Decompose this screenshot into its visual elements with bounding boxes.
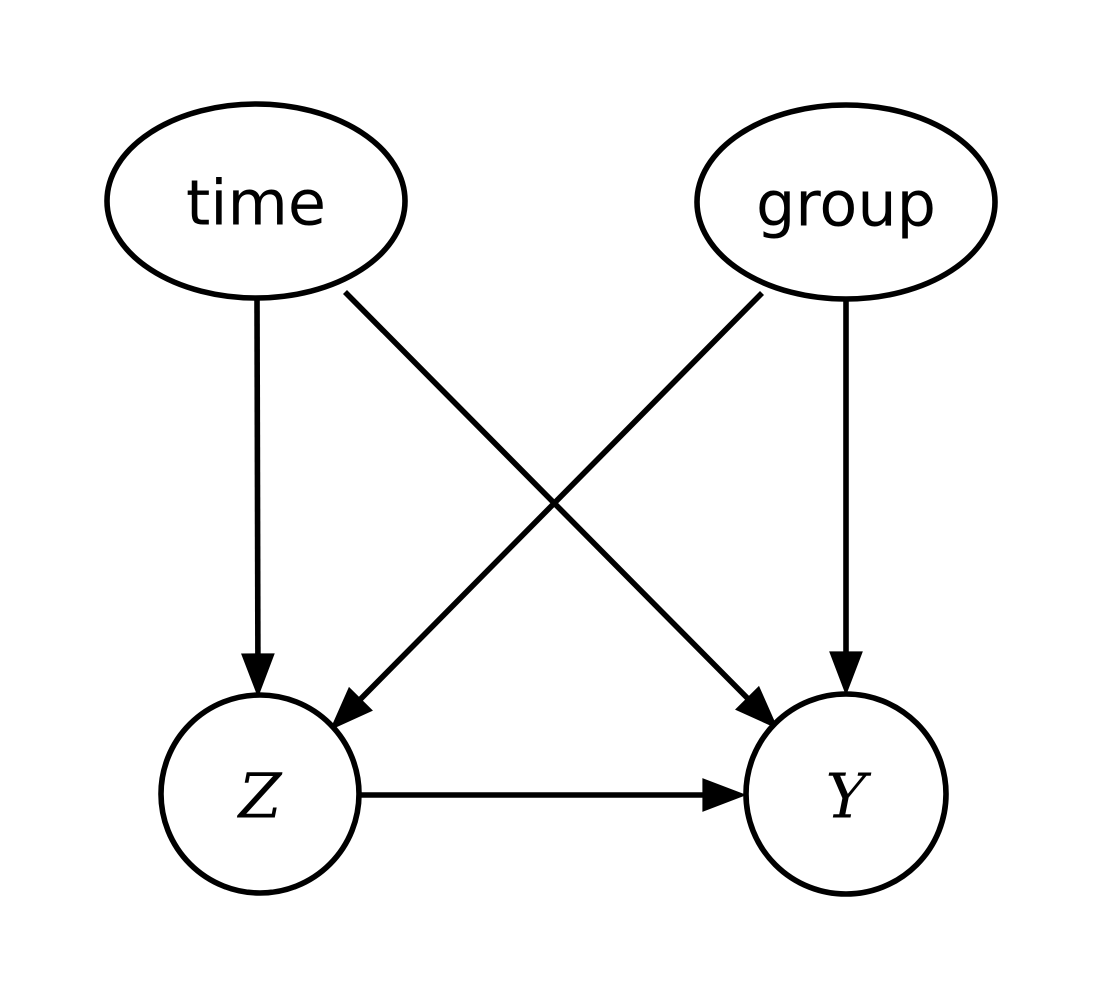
arrowhead-icon bbox=[241, 653, 275, 698]
node-Y[interactable]: Y bbox=[743, 691, 949, 897]
node-time[interactable]: time bbox=[104, 101, 408, 301]
edge-Z-to-Y[interactable] bbox=[359, 778, 747, 812]
edge-shaft bbox=[254, 298, 261, 662]
edge-shaft bbox=[353, 291, 764, 707]
node-label-group: group bbox=[756, 168, 936, 241]
arrowhead-icon bbox=[829, 651, 863, 696]
edge-time-to-Y[interactable] bbox=[343, 290, 779, 730]
node-group[interactable]: group bbox=[694, 102, 998, 302]
node-label-Y: Y bbox=[826, 760, 872, 833]
edge-group-to-Y[interactable] bbox=[829, 300, 863, 696]
edges-layer bbox=[241, 290, 863, 812]
edge-shaft bbox=[343, 290, 755, 706]
arrowhead-icon bbox=[329, 686, 373, 731]
node-ellipse[interactable] bbox=[694, 102, 998, 302]
edge-group-to-Z[interactable] bbox=[329, 291, 764, 731]
node-ellipse[interactable] bbox=[104, 101, 408, 301]
node-circle[interactable] bbox=[158, 692, 362, 896]
node-circle[interactable] bbox=[743, 691, 949, 897]
arrowhead-icon bbox=[735, 685, 779, 730]
node-label-Z: Z bbox=[236, 760, 282, 833]
edge-time-to-Z[interactable] bbox=[241, 298, 275, 698]
node-Z[interactable]: Z bbox=[158, 692, 362, 896]
arrowhead-icon bbox=[702, 778, 747, 812]
node-label-time: time bbox=[186, 167, 326, 240]
